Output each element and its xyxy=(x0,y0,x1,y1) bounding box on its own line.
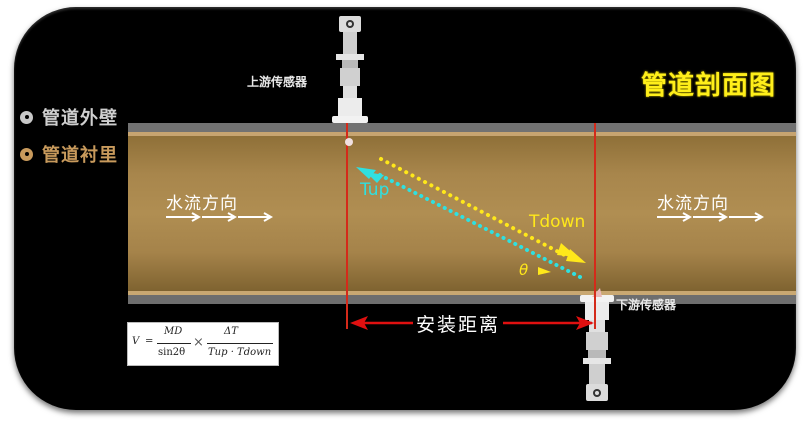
upstream-sensor-label: 上游传感器 xyxy=(247,75,308,89)
formula-lhs: V xyxy=(132,336,140,347)
legend-item-outer-wall: 管道外壁 xyxy=(20,104,118,130)
flow-velocity-formula: V = MD sin2θ × ΔT Tup · Tdown xyxy=(127,322,279,366)
signal-path-diagram xyxy=(332,16,614,401)
formula-equals: = xyxy=(145,336,154,347)
pipe-section-panel: 管道剖面图 管道外壁 管道衬里 上游传感器 水流方向 水流方向 xyxy=(14,7,796,410)
formula-frac2-denominator: Tup · Tdown xyxy=(208,347,272,358)
tup-signal-path xyxy=(356,167,586,281)
tup-label: Tup xyxy=(360,180,390,200)
formula-frac1-numerator: MD xyxy=(164,326,183,337)
downstream-sensor-icon xyxy=(580,288,614,401)
formula-frac2-numerator: ΔT xyxy=(224,326,238,337)
theta-label: θ xyxy=(519,261,529,279)
formula-times: × xyxy=(193,335,204,350)
flow-direction-label-left: 水流方向 xyxy=(166,194,238,214)
pipe-cross-section xyxy=(128,123,796,304)
angle-marker-icon xyxy=(538,267,551,275)
pipe-lining-bottom xyxy=(128,291,796,295)
downstream-sensor-label: 下游传感器 xyxy=(616,298,677,312)
legend-label: 管道衬里 xyxy=(42,145,118,166)
pipe-outer-wall-top xyxy=(128,123,796,132)
diagram-title: 管道剖面图 xyxy=(640,71,776,101)
flow-arrows-left-icon xyxy=(166,212,274,222)
formula-frac1-bar xyxy=(157,343,191,344)
pipe-lining-top xyxy=(128,132,796,136)
legend-item-lining: 管道衬里 xyxy=(20,141,118,167)
flow-arrows-right-icon xyxy=(657,212,765,222)
upstream-sensor-icon xyxy=(332,16,368,123)
install-distance-label: 安装距离 xyxy=(413,310,504,337)
pipe-outer-wall-bottom xyxy=(128,295,796,304)
flow-direction-label-right: 水流方向 xyxy=(657,194,729,214)
tdown-label: Tdown xyxy=(529,212,586,232)
formula-frac1-denominator: sin2θ xyxy=(158,347,186,358)
legend-label: 管道外壁 xyxy=(42,108,118,129)
legend-dot-icon xyxy=(20,110,33,124)
tdown-signal-path xyxy=(379,157,586,263)
formula-frac2-bar xyxy=(207,343,273,344)
legend-dot-icon xyxy=(20,147,33,161)
